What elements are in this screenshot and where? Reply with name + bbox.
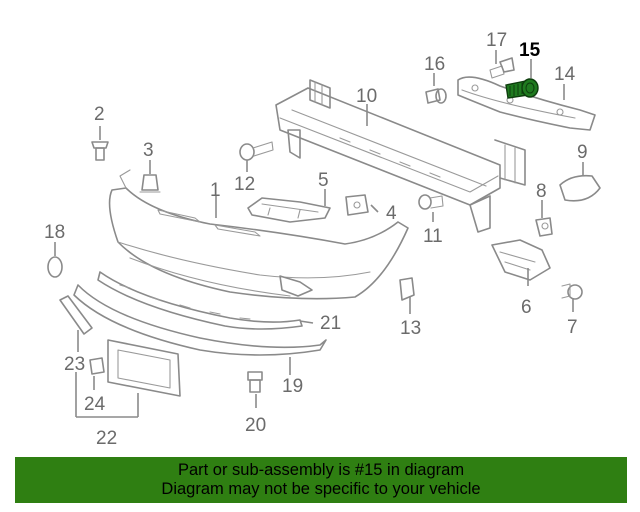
banner-line-1: Part or sub-assembly is #15 in diagram <box>177 461 465 479</box>
banner-line-2: Diagram may not be specific to your vehi… <box>161 480 481 498</box>
callout-8: 8 <box>536 181 547 202</box>
cap-18 <box>47 256 63 278</box>
center-bracket <box>247 197 331 223</box>
callout-20: 20 <box>245 415 266 436</box>
callout-19: 19 <box>282 376 303 397</box>
parts-diagram: 1 2 3 4 5 6 7 8 9 10 11 12 13 14 15 16 1… <box>44 30 601 449</box>
callout-5: 5 <box>318 170 329 191</box>
callout-17: 17 <box>486 30 507 51</box>
callout-labels: 1 2 3 4 5 6 7 8 9 10 11 12 13 14 15 16 1… <box>44 30 588 449</box>
callout-3: 3 <box>143 140 154 161</box>
callout-4: 4 <box>386 203 397 224</box>
callout-9: 9 <box>577 142 588 163</box>
leader-lines <box>54 50 584 418</box>
bolt-11 <box>418 194 444 210</box>
bolt-7 <box>561 283 583 300</box>
bolt-16 <box>425 88 447 104</box>
side-bracket-6 <box>491 239 551 281</box>
reinforcement-beam <box>275 79 526 233</box>
info-banner: Part or sub-assembly is #15 in diagram D… <box>15 457 627 503</box>
callout-14: 14 <box>554 64 576 85</box>
bolt-15[interactable] <box>505 78 539 99</box>
lower-trim <box>73 271 327 356</box>
callout-13: 13 <box>400 318 421 339</box>
strip-23 <box>59 295 93 335</box>
screw-12 <box>239 141 274 161</box>
callout-15: 15 <box>519 40 541 61</box>
clip-8 <box>535 217 553 237</box>
callout-7: 7 <box>567 317 578 338</box>
callout-10: 10 <box>356 86 377 107</box>
clip-4 <box>345 194 369 216</box>
callout-1: 1 <box>210 180 221 201</box>
clip-13 <box>399 277 415 301</box>
bumper-cover <box>108 169 409 300</box>
callout-6: 6 <box>521 297 532 318</box>
callout-24: 24 <box>84 394 106 415</box>
cap-9 <box>559 174 601 202</box>
screw-2 <box>91 141 109 161</box>
clip-24 <box>89 357 105 375</box>
mount-bracket-14 <box>457 76 596 131</box>
bolt-17 <box>489 57 515 79</box>
clip-3 <box>139 174 161 193</box>
callout-11: 11 <box>423 226 443 247</box>
bolt-20 <box>247 371 263 393</box>
callout-18: 18 <box>44 222 65 243</box>
callout-23: 23 <box>64 354 85 375</box>
plate-bracket-22 <box>107 339 181 397</box>
callout-12: 12 <box>234 174 255 195</box>
callout-22: 22 <box>96 428 117 449</box>
callout-21: 21 <box>320 313 341 334</box>
callout-2: 2 <box>94 104 105 125</box>
callout-16: 16 <box>424 54 445 75</box>
